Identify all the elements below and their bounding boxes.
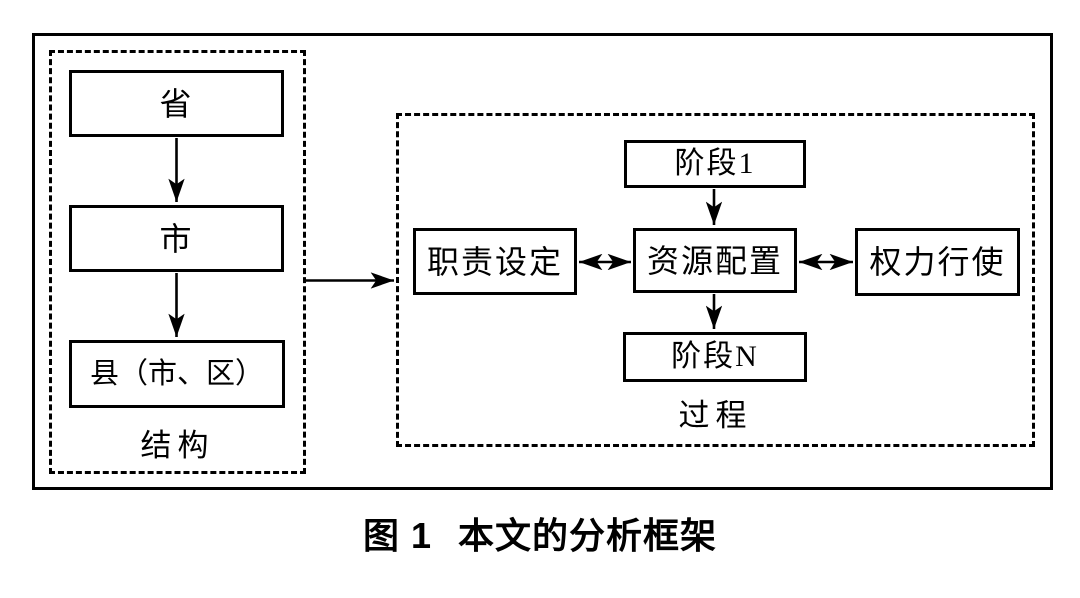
node-stage1: 阶段1 <box>624 140 806 188</box>
node-resource-allocation: 资源配置 <box>633 228 797 293</box>
node-stageN: 阶段N <box>623 332 807 382</box>
structure-group-box <box>49 50 306 474</box>
node-stageN-label: 阶段N <box>671 340 759 373</box>
node-city: 市 <box>69 205 284 272</box>
node-stage1-label: 阶段1 <box>674 147 756 180</box>
node-power-exercise-label: 权力行使 <box>869 244 1006 280</box>
node-duty-setting-label: 职责设定 <box>426 243 563 280</box>
node-province: 省 <box>69 70 284 137</box>
figure-outer-border <box>32 33 1053 490</box>
structure-group-label: 结构 <box>140 428 215 463</box>
node-power-exercise: 权力行使 <box>855 228 1020 296</box>
node-resource-allocation-label: 资源配置 <box>646 242 783 279</box>
figure-caption-title: 本文的分析框架 <box>458 515 718 556</box>
figure-caption: 图 1 本文的分析框架 <box>0 512 1080 560</box>
node-county-label: 县（市、区） <box>89 357 264 390</box>
process-group-label: 过程 <box>678 398 753 433</box>
figure-caption-number: 图 1 <box>362 515 432 556</box>
process-group-box <box>396 113 1035 447</box>
node-province-label: 省 <box>159 85 194 122</box>
node-city-label: 市 <box>159 220 194 257</box>
node-county: 县（市、区） <box>69 340 285 408</box>
node-duty-setting: 职责设定 <box>413 228 577 295</box>
